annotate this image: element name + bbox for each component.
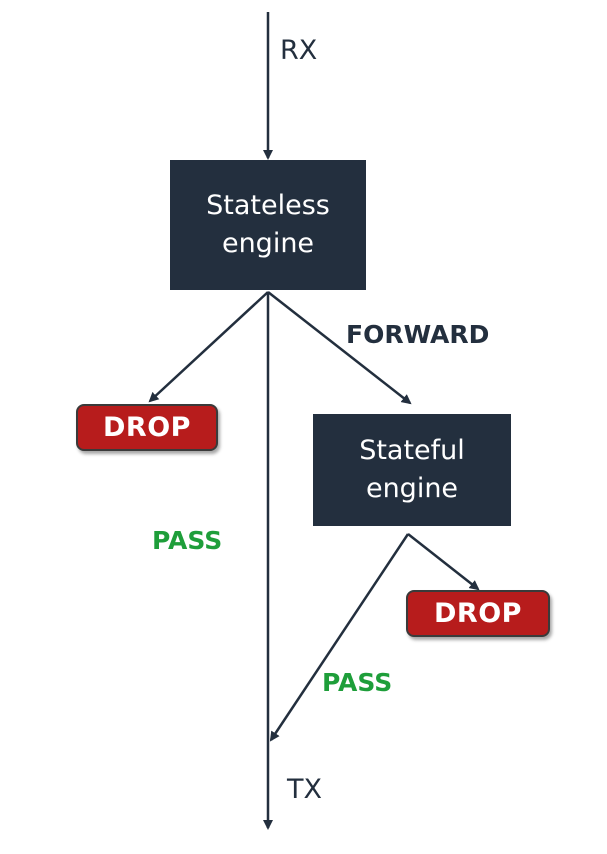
tx-label: TX: [287, 774, 322, 805]
pass-label-right: PASS: [322, 668, 393, 697]
drop-label-right: DROP: [434, 598, 522, 629]
stateless-engine-box: Stateless engine: [170, 160, 366, 290]
pass-label-left: PASS: [152, 526, 223, 555]
stateless-engine-label: Stateless engine: [206, 190, 330, 259]
stateful-engine-label: Stateful engine: [359, 435, 465, 504]
rx-label: RX: [280, 35, 318, 66]
stateless-to-stateful-arrow: [267, 291, 412, 405]
stateful-engine-box: Stateful engine: [313, 414, 511, 526]
drop-label-left: DROP: [103, 412, 191, 443]
stateless-to-drop-arrow: [148, 291, 269, 403]
forward-label: FORWARD: [346, 320, 490, 349]
drop-box-right: DROP: [406, 590, 550, 637]
drop-box-left: DROP: [76, 404, 218, 451]
stateful-pass-arrow: [269, 533, 410, 742]
stateful-to-drop-arrow: [407, 533, 480, 591]
